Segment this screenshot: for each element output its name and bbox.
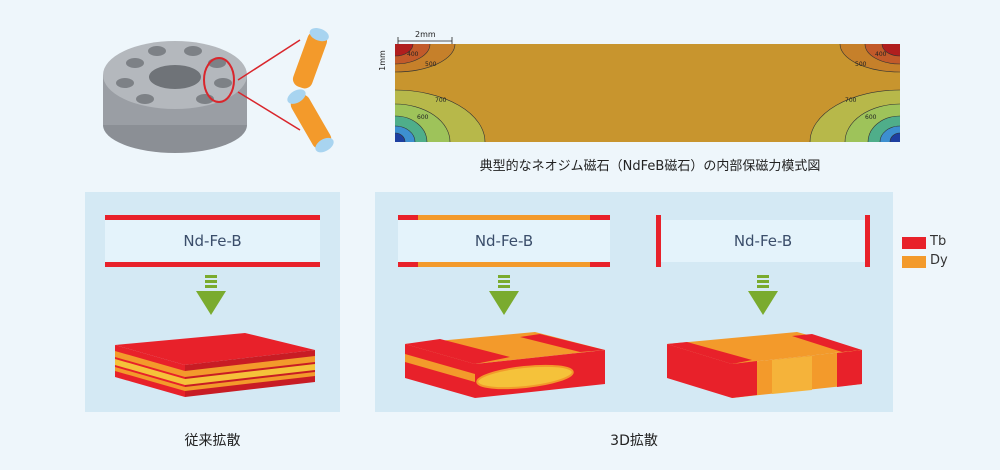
heatmap-scale-bar [397, 37, 453, 45]
contour-label: 600 [417, 114, 429, 121]
coating-top [398, 215, 610, 220]
coercivity-heatmap: 700 600 500 400 700 600 500 400 [395, 44, 900, 142]
contour-label: 400 [875, 51, 887, 58]
magnet-label: Nd-Fe-B [733, 232, 793, 250]
tb-coating-top [105, 215, 320, 220]
tb-coating-left [656, 215, 661, 267]
contour-label: 600 [865, 114, 877, 121]
magnet-label-box: Nd-Fe-B [398, 220, 610, 262]
contour-label: 500 [425, 61, 437, 68]
magnet-label: Nd-Fe-B [474, 232, 534, 250]
magnet-block-3d-b [667, 332, 862, 398]
heatmap-caption: 典型的なネオジム磁石（NdFeB磁石）の内部保磁力模式図 [479, 159, 821, 174]
magnet-diagram-3d-b: Nd-Fe-B [656, 215, 870, 267]
tb-coating-right [865, 215, 870, 267]
magnet-label-box: Nd-Fe-B [661, 220, 865, 262]
contour-label: 700 [435, 97, 447, 104]
down-arrow-icon [748, 275, 778, 315]
magnet-block-3d-a [405, 332, 605, 398]
contour-label: 700 [845, 97, 857, 104]
down-arrow-icon [196, 275, 226, 315]
tb-coating-bottom [105, 262, 320, 267]
legend-label-tb: Tb [930, 234, 947, 249]
caption-3d: 3D拡散 [610, 433, 658, 449]
zoom-lines [237, 39, 301, 131]
heatmap-scale-y-label: 1mm [377, 50, 387, 71]
ring-magnet-illustration [103, 41, 247, 153]
heatmap-scale-x-label: 2mm [415, 30, 436, 39]
zoomed-grain-segments [287, 28, 334, 153]
caption-conventional: 従来拡散 [184, 433, 241, 449]
magnet-block-conventional [115, 333, 315, 397]
down-arrow-icon [489, 275, 519, 315]
magnet-label-box: Nd-Fe-B [105, 220, 320, 262]
magnet-diagram-3d-a: Nd-Fe-B [398, 215, 610, 267]
magnet-label: Nd-Fe-B [183, 232, 242, 250]
legend-label-dy: Dy [930, 253, 948, 268]
legend-swatch-tb [902, 237, 926, 249]
legend-swatch-dy [902, 256, 926, 268]
coating-bottom [398, 262, 610, 267]
contour-label: 500 [855, 61, 867, 68]
magnet-diagram-conventional: Nd-Fe-B [105, 215, 320, 267]
contour-label: 400 [407, 51, 419, 58]
